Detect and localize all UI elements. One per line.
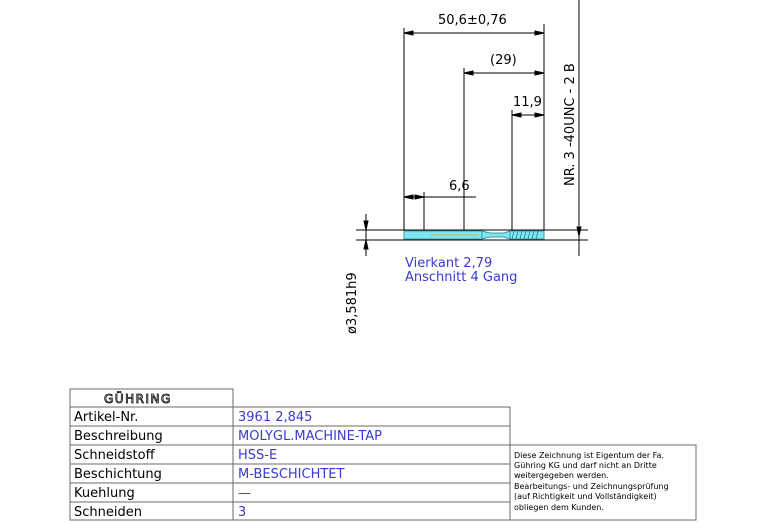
- disclaimer-line: (auf Richtigkeit und Vollständigkeit): [514, 492, 657, 501]
- thread-spec-arrow: [576, 226, 582, 237]
- arrow-overall-right: [534, 30, 545, 36]
- note-square: Vierkant 2,79: [405, 256, 492, 271]
- disclaimer-text: Diese Zeichnung ist Eigentum der Fa. Güh…: [514, 451, 669, 512]
- tool-thread: [509, 230, 545, 240]
- disclaimer-box: [509, 444, 697, 521]
- row-value-kuehlung: —: [238, 486, 251, 501]
- row-value-schneiden: 3: [238, 505, 246, 520]
- diameter-arrow-top: [363, 220, 369, 231]
- dim-overall-text: 50,6±0,76: [438, 13, 507, 28]
- dim-shank-text: 6,6: [449, 179, 470, 194]
- row-value-beschreibung: MOLYGL.MACHINE-TAP: [238, 429, 382, 444]
- arrow-overall-left: [403, 30, 414, 36]
- disclaimer-line: Bearbeitungs- und Zeichnungsprüfung: [514, 482, 669, 491]
- row-value-beschichtung: M-BESCHICHTET: [238, 467, 345, 482]
- disclaimer-line: Gühring KG und darf nicht an Dritte: [514, 461, 657, 470]
- tool-notes: Vierkant 2,79 Anschnitt 4 Gang: [405, 256, 517, 285]
- diameter-text: ø3,581h9: [345, 272, 360, 334]
- row-label-beschichtung: Beschichtung: [74, 467, 162, 482]
- row-value-schneidstoff: HSS-E: [238, 448, 277, 463]
- dim-reference-text: (29): [490, 53, 517, 68]
- arrow-ref-right: [534, 70, 545, 76]
- row-label-schneiden: Schneiden: [74, 505, 142, 520]
- row-label-artikel: Artikel-Nr.: [74, 410, 138, 425]
- row-label-kuehlung: Kuehlung: [74, 486, 135, 501]
- title-block: [69, 388, 697, 521]
- row-label-schneidstoff: Schneidstoff: [74, 448, 156, 463]
- row-value-artikel: 3961 2,845: [238, 410, 312, 425]
- arrow-shank-left: [403, 194, 414, 200]
- disclaimer-line: Diese Zeichnung ist Eigentum der Fa.: [514, 451, 664, 460]
- arrow-thread-left: [511, 112, 522, 118]
- disclaimer-line: obliegen dem Kunden.: [514, 503, 604, 512]
- thread-spec-text: NR. 3 -40UNC - 2 B: [563, 63, 578, 186]
- row-label-beschreibung: Beschreibung: [74, 429, 163, 444]
- arrow-ref-left: [463, 70, 474, 76]
- note-chamfer: Anschnitt 4 Gang: [405, 270, 517, 285]
- tap-drawing: [356, 0, 588, 256]
- thread-hatching: [511, 230, 539, 240]
- diameter-arrow-bottom: [363, 239, 369, 250]
- arrow-thread-right: [534, 112, 545, 118]
- brand-logo-text: GÜHRING: [104, 390, 172, 406]
- title-texts: GÜHRING Artikel-Nr. 3961 2,845 Beschreib…: [74, 390, 382, 520]
- dimension-texts: 50,6±0,76 (29) 11,9 6,6 NR. 3 -40UNC - 2…: [345, 13, 578, 334]
- dim-thread-text: 11,9: [513, 95, 542, 110]
- disclaimer-line: weitergegeben werden.: [514, 471, 609, 480]
- tool-neck: [481, 230, 511, 240]
- arrow-shank-right: [414, 194, 425, 200]
